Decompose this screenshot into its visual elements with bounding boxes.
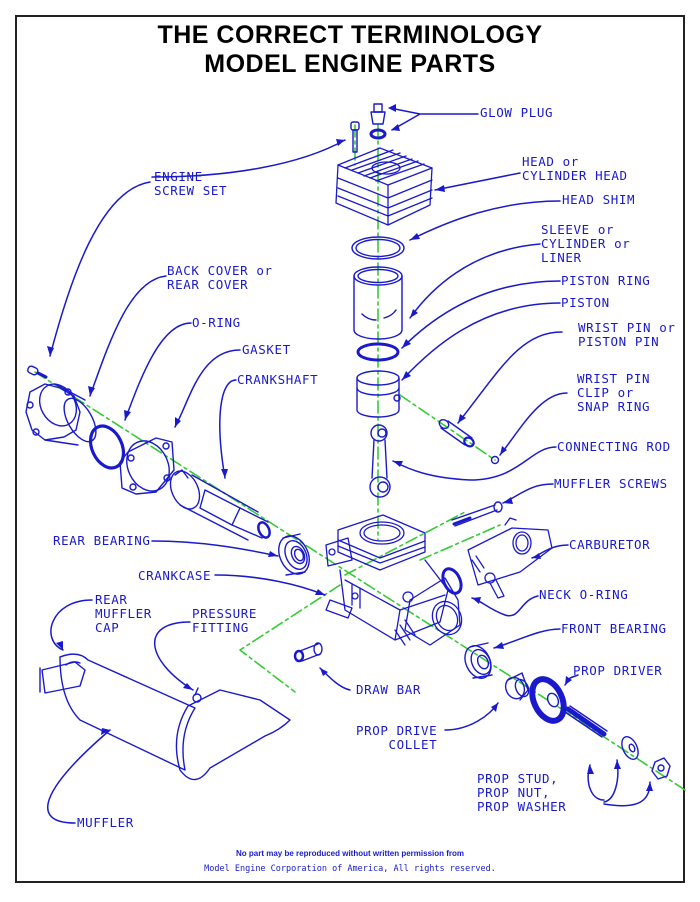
label-o-ring: O-RING xyxy=(192,315,241,330)
crankshaft-part xyxy=(169,469,271,541)
muffler-centerline xyxy=(239,584,341,693)
sleeve-part xyxy=(353,266,403,340)
title-line-1: THE CORRECT TERMINOLOGY xyxy=(157,21,543,49)
label-head-shim: HEAD SHIM xyxy=(562,192,636,207)
label-wrist-pin: WRIST PIN or PISTON PIN xyxy=(578,320,676,349)
prop-washer-part xyxy=(621,736,639,760)
leader-wrist-pin xyxy=(457,331,563,424)
leader-gasket xyxy=(174,349,241,428)
label-muffler: MUFFLER xyxy=(77,815,134,830)
leader-piston xyxy=(401,302,561,381)
engine-screw-part xyxy=(350,121,360,153)
leader-piston-ring xyxy=(401,280,561,349)
crankcase-part xyxy=(325,514,463,646)
prop-drive-collet-part xyxy=(504,672,530,701)
carb-centerline xyxy=(419,524,501,561)
label-sleeve: SLEEVE or CYLINDER or LINER xyxy=(541,222,631,265)
label-crankshaft: CRANKSHAFT xyxy=(237,372,319,387)
label-prop-driver: PROP DRIVER xyxy=(573,663,663,678)
footer-copyright: Model Engine Corporation of America, All… xyxy=(204,864,496,874)
label-engine-screw-set: ENGINE SCREW SET xyxy=(154,169,228,198)
leader-pressure-fitting xyxy=(153,621,194,691)
wrist-pin-part xyxy=(438,418,475,448)
label-rear-bearing: REAR BEARING xyxy=(53,533,151,548)
neck-o-ring-part xyxy=(441,567,463,595)
gasket-part xyxy=(119,437,175,495)
leader-crankcase xyxy=(214,574,326,596)
leader-engine-screw-set-2 xyxy=(49,181,151,357)
prop-nut-part xyxy=(651,757,671,780)
leader-front-bearing xyxy=(493,628,561,649)
leader-muffler xyxy=(47,729,111,824)
leader-sleeve xyxy=(409,243,541,319)
prop-driver-part xyxy=(529,676,567,724)
leader-head xyxy=(434,172,521,191)
leader-rear-muffler-cap xyxy=(50,599,93,651)
label-gasket: GASKET xyxy=(242,342,291,357)
label-neck-o-ring: NECK O-RING xyxy=(539,587,629,602)
footer-notice: No part may be reproduced without writte… xyxy=(235,849,465,858)
label-front-bearing: FRONT BEARING xyxy=(561,621,667,636)
label-draw-bar: DRAW BAR xyxy=(356,682,422,697)
leader-o-ring xyxy=(124,322,192,421)
label-carburetor: CARBURETOR xyxy=(569,537,651,552)
leader-crankshaft xyxy=(219,379,237,479)
leader-head-shim xyxy=(409,200,561,241)
label-muffler-screws: MUFFLER SCREWS xyxy=(554,476,668,491)
label-wrist-pin-clip: WRIST PIN CLIP or SNAP RING xyxy=(577,371,651,414)
label-back-cover: BACK COVER or REAR COVER xyxy=(167,263,273,292)
connecting-rod-part xyxy=(369,424,391,498)
muffler-part xyxy=(39,653,291,781)
label-head: HEAD or CYLINDER HEAD xyxy=(522,154,628,183)
front-bearing-part xyxy=(464,642,493,679)
cylinder-head-part xyxy=(335,147,433,226)
label-crankcase: CRANKCASE xyxy=(138,568,212,583)
wrist-pin-clip-part xyxy=(490,455,500,465)
muffler-screw-centerline xyxy=(344,511,466,576)
glow-plug-part xyxy=(369,103,387,140)
engine-screw-left-part xyxy=(27,365,48,379)
muffler-screw-part xyxy=(451,501,503,527)
label-pressure-fitting: PRESSURE FITTING xyxy=(192,606,258,635)
crank-centerline xyxy=(34,371,561,709)
label-connecting-rod: CONNECTING ROD xyxy=(557,439,671,454)
label-piston-ring: PISTON RING xyxy=(561,273,651,288)
title-line-2: MODEL ENGINE PARTS xyxy=(204,50,496,78)
label-piston: PISTON xyxy=(561,295,610,310)
label-prop-stud-nut-washer: PROP STUD, PROP NUT, PROP WASHER xyxy=(477,771,567,814)
arrowheads xyxy=(47,104,653,791)
prop-stud-part xyxy=(564,705,608,738)
piston-part xyxy=(356,370,401,418)
leader-prop-drive-collet xyxy=(444,702,499,731)
leader-engine-screw-set-1 xyxy=(151,139,346,178)
label-rear-muffler-cap: REAR MUFFLER CAP xyxy=(95,592,152,635)
label-glow-plug: GLOW PLUG xyxy=(480,105,554,120)
rear-bearing-part xyxy=(278,533,310,576)
leader-wrist-pin-clip xyxy=(499,392,568,456)
label-prop-drive-collet: PROP DRIVE COLLET xyxy=(356,723,438,752)
leader-neck-o-ring xyxy=(471,595,539,617)
leader-glow-plug xyxy=(389,107,479,131)
o-ring-part xyxy=(88,424,126,470)
leader-connecting-rod xyxy=(392,446,557,481)
leader-back-cover xyxy=(89,275,167,397)
head-shim-part xyxy=(351,236,405,260)
leader-rear-bearing xyxy=(151,540,279,557)
piston-ring-part xyxy=(356,342,400,362)
draw-bar-part xyxy=(293,642,323,663)
back-cover-part xyxy=(25,383,97,446)
